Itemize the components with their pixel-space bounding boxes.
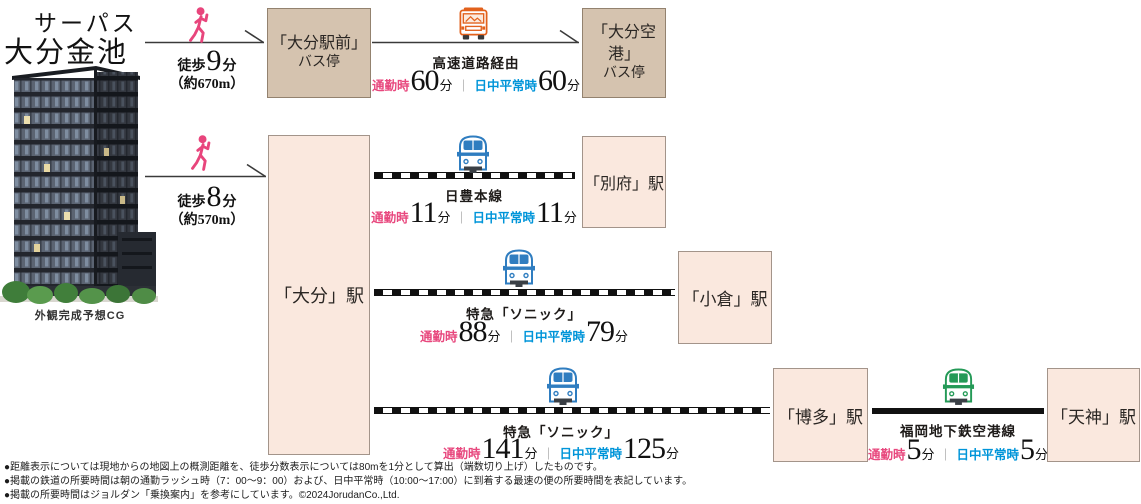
minutes-unit: 分 <box>1035 447 1049 462</box>
rail3-name: 特急「ソニック」 <box>503 425 619 440</box>
station-hakata: 「博多」駅 <box>773 368 868 462</box>
station-hakata-name: 「博多」駅 <box>778 407 863 427</box>
rail1-daytime-minutes: 11 <box>536 196 564 229</box>
station-beppu-name: 「別府」駅 <box>583 176 664 193</box>
bus-stop-oita-ekimae-type: バス停 <box>298 55 340 71</box>
building-caption: 外観完成予想CG <box>34 310 126 322</box>
daytime-label: 日中平常時 <box>559 447 623 461</box>
time-separator: ｜ <box>505 330 518 344</box>
minutes-unit: 分 <box>563 210 577 225</box>
minutes-unit: 分 <box>666 446 680 461</box>
rail-line-sonic-hakata <box>374 407 770 414</box>
footnote-line: ●掲載の鉄道の所要時間は朝の通勤ラッシュ時（7：00～9：00）および、日中平常… <box>4 475 693 487</box>
minutes-unit: 分 <box>567 78 581 93</box>
walker-icon <box>189 7 209 43</box>
minutes-unit: 分 <box>439 78 453 93</box>
walk2-min-unit: 分 <box>222 195 237 210</box>
minutes-unit: 分 <box>524 446 538 461</box>
station-tenjin: 「天神」駅 <box>1047 368 1140 462</box>
daytime-label: 日中平常時 <box>472 211 536 225</box>
bus-route-arrow <box>372 29 579 44</box>
station-beppu: 「別府」駅 <box>582 136 666 228</box>
bus-stop-oita-airport-type: バス停 <box>603 66 645 82</box>
footnote-line: ●距離表示については現地からの地図上の概測距離を、徒歩分数表示については80mを… <box>4 462 603 473</box>
rail2-commute-minutes: 88 <box>458 315 487 348</box>
walk1-prefix: 徒歩 <box>177 59 206 74</box>
subway-line <box>872 408 1044 414</box>
rail3-daytime-minutes: 125 <box>623 432 666 465</box>
train-icon-green <box>942 368 975 405</box>
daytime-label: 日中平常時 <box>956 448 1020 462</box>
time-separator: ｜ <box>542 447 555 461</box>
subway-daytime-minutes: 5 <box>1020 433 1035 466</box>
station-tenjin-name: 「天神」駅 <box>1051 407 1136 427</box>
walk1-min-unit: 分 <box>222 59 237 74</box>
train-icon-blue <box>547 367 579 405</box>
minutes-unit: 分 <box>615 329 629 344</box>
bus-stop-oita-ekimae-name: 「大分駅前」 <box>270 34 367 52</box>
rail2-daytime-minutes: 79 <box>586 315 615 348</box>
walk1-distance: （約670m） <box>169 77 245 92</box>
walk1-minutes: 9 <box>206 44 222 77</box>
station-oita-name: 「大分」駅 <box>274 286 364 306</box>
bus-daytime-minutes: 60 <box>538 64 567 97</box>
walk2-minutes: 8 <box>206 180 222 213</box>
walk2-prefix: 徒歩 <box>177 195 206 210</box>
time-separator: ｜ <box>457 79 470 93</box>
station-kokura: 「小倉」駅 <box>678 251 772 344</box>
train-icon-blue <box>457 135 489 173</box>
bus-stop-oita-airport: 「大分空港」 バス停 <box>582 8 666 98</box>
minutes-unit: 分 <box>437 210 451 225</box>
rail-line-sonic-kokura <box>374 289 675 296</box>
rail1-name: 日豊本線 <box>445 189 503 204</box>
commute-label: 通勤時 <box>419 330 458 344</box>
rail2-name: 特急「ソニック」 <box>466 307 582 322</box>
commute-label: 通勤時 <box>442 447 481 461</box>
property-title-line2: 大分金池 <box>4 37 129 69</box>
walker-icon <box>191 135 211 171</box>
station-kokura-name: 「小倉」駅 <box>682 290 768 309</box>
property-title-line1: サーパス <box>34 11 138 36</box>
minutes-unit: 分 <box>921 447 935 462</box>
walk-arrow-1 <box>145 29 264 44</box>
bus-stop-oita-airport-name: 「大分空港」 <box>591 23 656 63</box>
station-oita: 「大分」駅 <box>268 135 370 455</box>
commute-label: 通勤時 <box>371 79 410 93</box>
daytime-label: 日中平常時 <box>522 330 586 344</box>
commute-label: 通勤時 <box>371 211 409 225</box>
subway-commute-minutes: 5 <box>906 433 921 466</box>
bus-stop-oita-ekimae: 「大分駅前」 バス停 <box>267 8 371 98</box>
walk-arrow-2 <box>145 163 266 178</box>
time-separator: ｜ <box>939 448 952 462</box>
footnote-line: ●掲載の所要時間はジョルダン「乗換案内」を参考にしています。©2024Jorud… <box>4 489 400 501</box>
time-separator: ｜ <box>455 211 468 225</box>
rail3-commute-minutes: 141 <box>481 432 524 465</box>
bus-commute-minutes: 60 <box>410 64 439 97</box>
subway-name: 福岡地下鉄空港線 <box>900 424 1016 439</box>
bus-route-name: 高速道路経由 <box>432 56 520 71</box>
bus-icon <box>459 7 488 40</box>
minutes-unit: 分 <box>487 329 501 344</box>
rail1-commute-minutes: 11 <box>409 196 438 229</box>
commute-label: 通勤時 <box>867 448 906 462</box>
walk2-distance: （約570m） <box>169 213 245 228</box>
building-cg-image <box>0 66 158 304</box>
train-icon-blue <box>503 249 535 287</box>
daytime-label: 日中平常時 <box>474 79 538 93</box>
footnotes: ●距離表示については現地からの地図上の概測距離を、徒歩分数表示については80mを… <box>4 461 1138 502</box>
